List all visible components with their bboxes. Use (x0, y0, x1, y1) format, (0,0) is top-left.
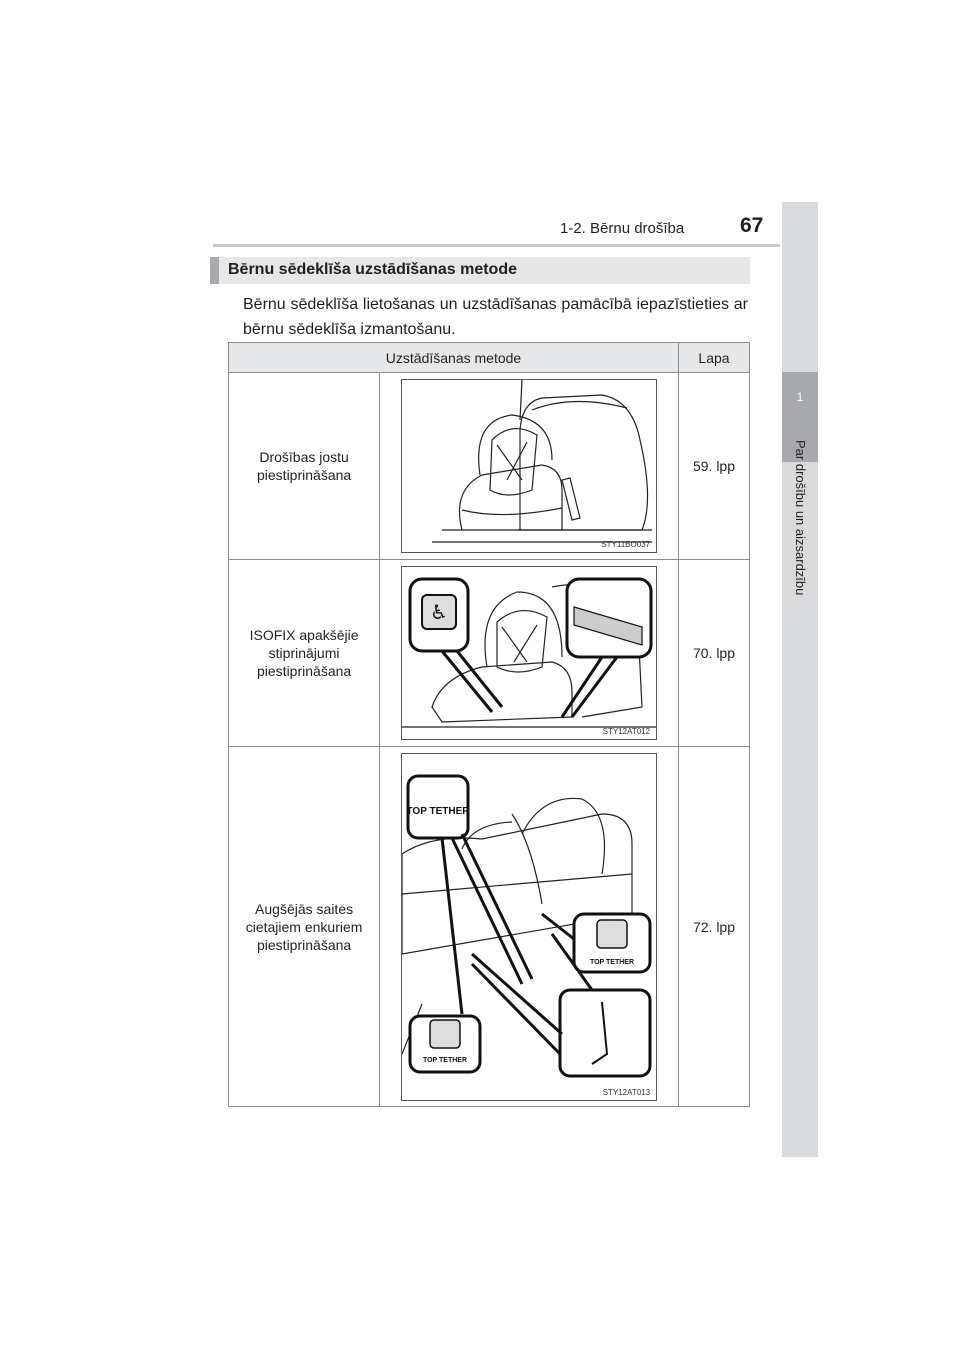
top-tether-label: TOP TETHER (590, 959, 634, 966)
header-rule (213, 244, 780, 247)
header-method: Uzstādīšanas metode (228, 342, 679, 373)
chapter-title-label: Par drošību un aizsardzību (793, 440, 808, 596)
figure-code: STY12AT013 (602, 1087, 651, 1097)
method-cell: Drošības jostu piestiprināšana (227, 372, 381, 560)
page-ref-cell: 70. lpp (678, 559, 750, 747)
top-tether-label: TOP TETHER (407, 806, 471, 817)
intro-paragraph: Bērnu sēdeklīša lietošanas un uzstādīšan… (243, 296, 748, 338)
table-row: Drošības jostu piestiprināšana (227, 372, 750, 560)
top-tether-label: TOP TETHER (423, 1057, 467, 1064)
installation-methods-table: Uzstādīšanas metode Lapa Drošības jostu … (227, 342, 750, 1107)
chapter-number: 1 (782, 372, 818, 462)
seatbelt-install-illustration: STY11BO037 (401, 379, 658, 553)
page-reference: 70. lpp (692, 645, 736, 661)
child-seat-isofix-drawing: ♿ (402, 577, 657, 728)
page-reference: 72. lpp (692, 918, 736, 935)
top-tether-install-illustration: TOP TETHER TOP TETHER TOP TETHER (401, 752, 658, 1101)
table-row: Augšējās saites cietajiem enkuriem piest… (227, 746, 750, 1107)
illustration-cell: ♿ STY12AT012 (379, 559, 679, 747)
method-label: Augšējās saites cietajiem enkuriem piest… (245, 900, 363, 953)
method-cell: Augšējās saites cietajiem enkuriem piest… (227, 746, 381, 1107)
figure-code: STY12AT012 (602, 727, 651, 736)
child-seat-top-tether-drawing: TOP TETHER TOP TETHER TOP TETHER (402, 774, 652, 1077)
page-reference: 59. lpp (692, 458, 736, 474)
page-number: 67 (740, 214, 764, 237)
illustration-cell: STY11BO037 (379, 372, 679, 560)
section-heading-bar (210, 257, 219, 284)
method-cell: ISOFIX apakšējie stiprinājumi piestiprin… (227, 559, 381, 747)
table-row: ISOFIX apakšējie stiprinājumi piestiprin… (227, 559, 750, 747)
chapter-side-tab (782, 202, 818, 1157)
section-heading-text: Bērnu sēdeklīša uzstādīšanas metode (228, 261, 517, 278)
method-label: ISOFIX apakšējie stiprinājumi piestiprin… (249, 627, 359, 679)
svg-text:♿: ♿ (430, 600, 448, 624)
method-label: Drošības jostu piestiprināšana (257, 449, 352, 483)
child-seat-seatbelt-drawing (432, 380, 653, 543)
section-heading: Bērnu sēdeklīša uzstādīšanas metode (210, 257, 750, 284)
page-ref-cell: 72. lpp (678, 746, 750, 1107)
header-section-title: 1-2. Bērnu drošība (560, 220, 685, 237)
chapter-title: Par drošību un aizsardzību (792, 440, 808, 680)
table-header-row: Uzstādīšanas metode Lapa (228, 342, 750, 373)
isofix-install-illustration: ♿ STY12AT012 (401, 566, 658, 740)
illustration-cell: TOP TETHER TOP TETHER TOP TETHER (379, 746, 679, 1107)
figure-code: STY11BO037 (601, 540, 651, 549)
header-page: Lapa (678, 342, 750, 373)
page-ref-cell: 59. lpp (678, 372, 750, 560)
